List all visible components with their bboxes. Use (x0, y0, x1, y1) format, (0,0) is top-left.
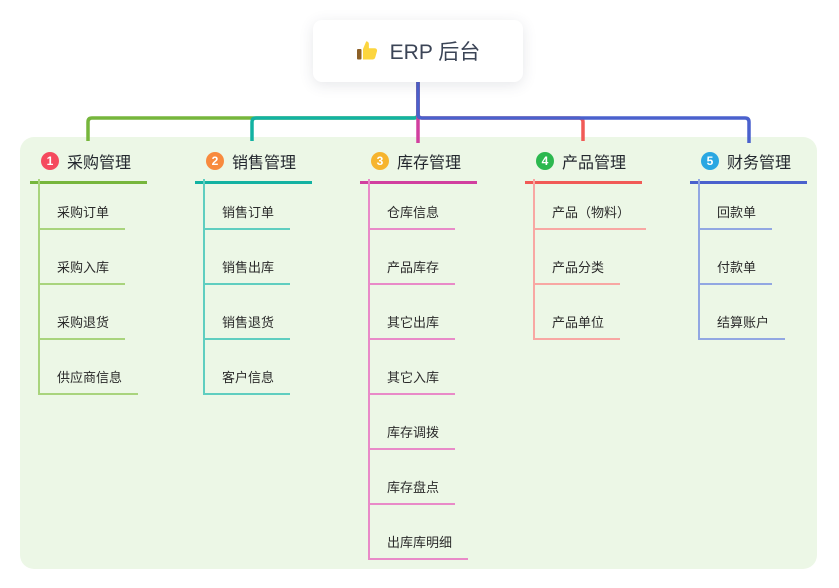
branch-title-purchase[interactable]: 1 采购管理 (30, 147, 147, 184)
node-other-inbound[interactable]: 其它入库 (368, 368, 456, 395)
branch-label: 采购管理 (67, 155, 132, 172)
background-panel (20, 137, 817, 569)
node-sales-return[interactable]: 销售退货 (203, 313, 291, 340)
branch-title-inventory[interactable]: 3 库存管理 (360, 147, 477, 184)
badge-3: 3 (371, 152, 389, 170)
node-stock-taking[interactable]: 库存盘点 (368, 478, 456, 505)
node-receipt-order[interactable]: 回款单 (698, 203, 773, 230)
branch-stem (203, 179, 205, 395)
branch-title-product[interactable]: 4 产品管理 (525, 147, 642, 184)
branch-stem (533, 179, 535, 340)
branch-stem (368, 179, 370, 560)
node-sales-order[interactable]: 销售订单 (203, 203, 291, 230)
node-product-material[interactable]: 产品（物料） (533, 203, 647, 230)
node-other-outbound[interactable]: 其它出库 (368, 313, 456, 340)
node-customer-info[interactable]: 客户信息 (203, 368, 291, 395)
node-purchase-order[interactable]: 采购订单 (38, 203, 126, 230)
node-warehouse-info[interactable]: 仓库信息 (368, 203, 456, 230)
branch-title-finance[interactable]: 5 财务管理 (690, 147, 807, 184)
branch-label: 销售管理 (232, 155, 297, 172)
root-node-erp[interactable]: ERP 后台 (313, 20, 523, 82)
badge-5: 5 (701, 152, 719, 170)
branch-stem (38, 179, 40, 395)
badge-1: 1 (41, 152, 59, 170)
badge-2: 2 (206, 152, 224, 170)
root-node-label: ERP 后台 (389, 41, 481, 64)
node-outbound-detail[interactable]: 出库库明细 (368, 533, 469, 560)
branch-label: 库存管理 (397, 155, 462, 172)
node-stock-transfer[interactable]: 库存调拨 (368, 423, 456, 450)
node-supplier-info[interactable]: 供应商信息 (38, 368, 139, 395)
node-settlement-account[interactable]: 结算账户 (698, 313, 786, 340)
branch-label: 财务管理 (727, 155, 792, 172)
node-product-category[interactable]: 产品分类 (533, 258, 621, 285)
branch-title-sales[interactable]: 2 销售管理 (195, 147, 312, 184)
thumbs-up-icon (356, 39, 380, 63)
branch-stem (698, 179, 700, 340)
node-purchase-inbound[interactable]: 采购入库 (38, 258, 126, 285)
node-sales-outbound[interactable]: 销售出库 (203, 258, 291, 285)
node-product-stock[interactable]: 产品库存 (368, 258, 456, 285)
node-purchase-return[interactable]: 采购退货 (38, 313, 126, 340)
node-payment-order[interactable]: 付款单 (698, 258, 773, 285)
branch-label: 产品管理 (562, 155, 627, 172)
node-product-unit[interactable]: 产品单位 (533, 313, 621, 340)
badge-4: 4 (536, 152, 554, 170)
